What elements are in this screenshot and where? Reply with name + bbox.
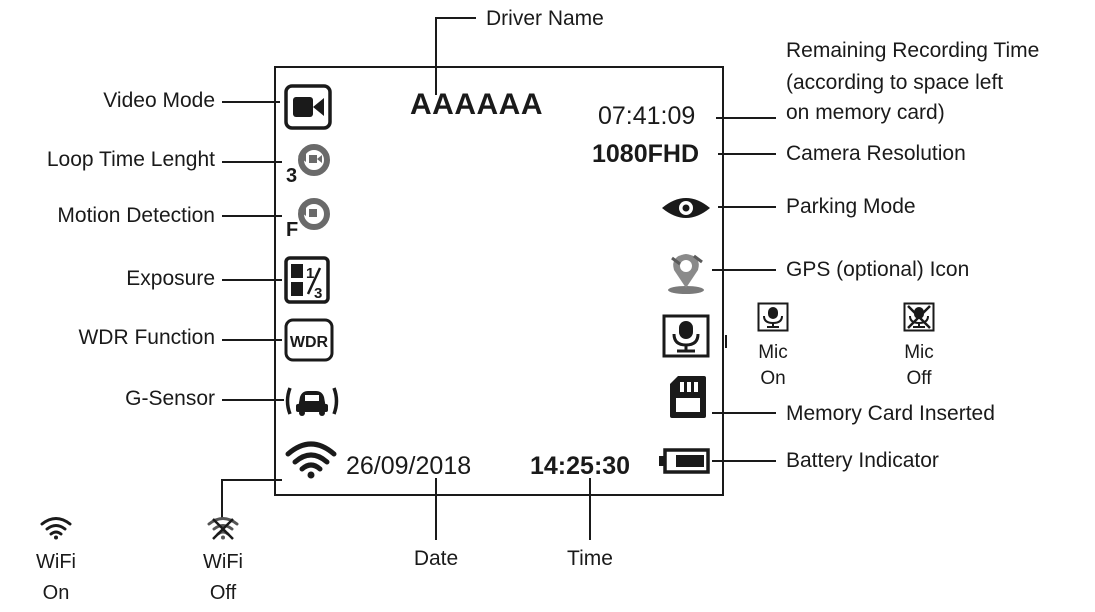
label-mic-on-2: On [760,368,786,389]
wdr-icon-text: WDR [290,334,329,351]
label-driver-name: Driver Name [486,7,604,30]
mic-on-legend-icon [757,302,789,332]
parking-eye-icon [662,198,710,218]
video-camera-icon [284,84,332,130]
label-time: Time [567,547,613,570]
resolution-readout: 1080FHD [592,140,699,168]
label-remaining-line3: on memory card) [786,101,945,124]
gps-icon [668,254,704,294]
label-video-mode: Video Mode [103,89,215,112]
memory-card-icon [670,376,706,418]
svg-text:1: 1 [306,265,314,282]
loop-digit: 3 [286,165,297,186]
battery-icon [659,448,710,474]
label-wdr-function: WDR Function [78,326,215,349]
label-exposure: Exposure [126,267,215,290]
svg-text:3: 3 [314,285,322,302]
mic-off-icon [903,302,935,332]
label-motion-detection: Motion Detection [57,204,215,227]
label-battery: Battery Indicator [786,449,939,472]
wdr-icon: WDR [284,318,334,362]
label-wifi-off-2: Off [209,582,237,604]
label-wifi-off-1: WiFi [203,551,243,573]
exposure-icon: 1 3 [284,256,330,304]
label-memory-card: Memory Card Inserted [786,402,995,425]
wifi-icon [285,441,337,479]
label-loop-time: Loop Time Lenght [46,148,215,171]
wifi-on-legend-icon [40,517,72,540]
motion-detection-icon: F [286,198,330,240]
remaining-time-readout: 07:41:09 [598,102,696,130]
label-wifi-on-1: WiFi [36,551,76,573]
g-sensor-icon [285,387,339,416]
label-g-sensor: G-Sensor [125,387,215,410]
label-mic-off-1: Mic [904,342,934,363]
label-gps-icon: GPS (optional) Icon [786,258,970,281]
driver-name-readout: AAAAAA [410,88,543,121]
label-date: Date [413,547,459,570]
mic-on-icon [662,314,710,358]
wifi-off-icon [207,517,239,540]
label-camera-resolution: Camera Resolution [786,142,966,165]
date-readout: 26/09/2018 [346,452,472,480]
wifi-off-leader [221,479,282,518]
label-mic-off-2: Off [906,368,932,389]
label-remaining-line2: (according to space left [786,71,1004,94]
label-parking-mode: Parking Mode [786,195,916,218]
motion-letter: F [286,219,298,240]
dashcam-screen-frame [274,66,724,496]
time-readout: 14:25:30 [530,452,631,480]
label-remaining-line1: Remaining Recording Time [786,39,1040,62]
loop-time-icon: 3 [286,144,330,186]
label-wifi-on-2: On [42,582,70,604]
label-mic-on-1: Mic [758,342,788,363]
driver-name-leader [435,17,476,95]
